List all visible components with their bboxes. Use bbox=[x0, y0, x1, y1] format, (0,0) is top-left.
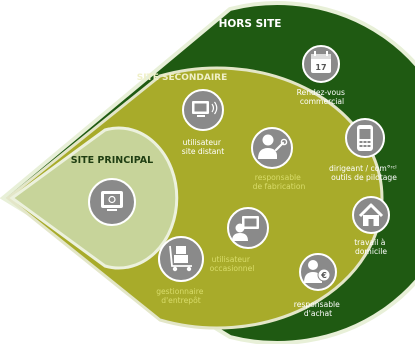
remote-work-label: travail à domicile bbox=[354, 238, 388, 256]
hors-site-node-purchasing-manager: € bbox=[299, 253, 337, 291]
executive-label: dirigeant / com°ʳᶜˡ outils de pilotage bbox=[329, 164, 399, 182]
site-secondaire-title: SITE SECONDAIRE bbox=[137, 73, 228, 83]
hors-site-node-remote-work bbox=[352, 196, 390, 234]
remote-user-label: utilisateur site distant bbox=[182, 138, 224, 156]
calendar-icon: 17 bbox=[311, 51, 331, 73]
trolley-icon bbox=[169, 245, 192, 272]
manufacturing-manager-label: responsable de fabrication bbox=[253, 173, 306, 191]
computer-wifi-icon bbox=[192, 101, 218, 117]
site-principal-node bbox=[88, 178, 136, 226]
site-principal-title: SITE PRINCIPAL bbox=[71, 155, 153, 166]
phone-icon bbox=[357, 125, 373, 151]
svg-text:€: € bbox=[320, 271, 327, 280]
hors-site-node-sales-appointment: 17 bbox=[302, 45, 340, 83]
hors-site-title: HORS SITE bbox=[219, 18, 282, 30]
occasional-user-label: utilisateur occasionnel bbox=[210, 255, 255, 273]
home-icon bbox=[358, 203, 384, 226]
user-wrench-icon bbox=[258, 134, 288, 159]
monitor-icon bbox=[101, 191, 123, 211]
purchasing-manager-label: responsable d'achat bbox=[294, 300, 343, 318]
hors-site-node-executive bbox=[345, 118, 385, 158]
site-secondaire-node-manufacturing-manager bbox=[251, 127, 293, 169]
svg-text:17: 17 bbox=[315, 63, 326, 72]
site-secondaire-node-occasional-user bbox=[227, 207, 269, 249]
sales-appointment-label: Rendez-vous commercial bbox=[297, 88, 348, 106]
warehouse-manager-label: gestionnaire d'entrepôt bbox=[156, 287, 206, 305]
user-euro-icon: € bbox=[304, 260, 331, 283]
user-screen-icon bbox=[232, 216, 259, 241]
site-secondaire-node-remote-user bbox=[182, 89, 224, 131]
site-secondaire-node-warehouse-manager bbox=[158, 236, 204, 282]
